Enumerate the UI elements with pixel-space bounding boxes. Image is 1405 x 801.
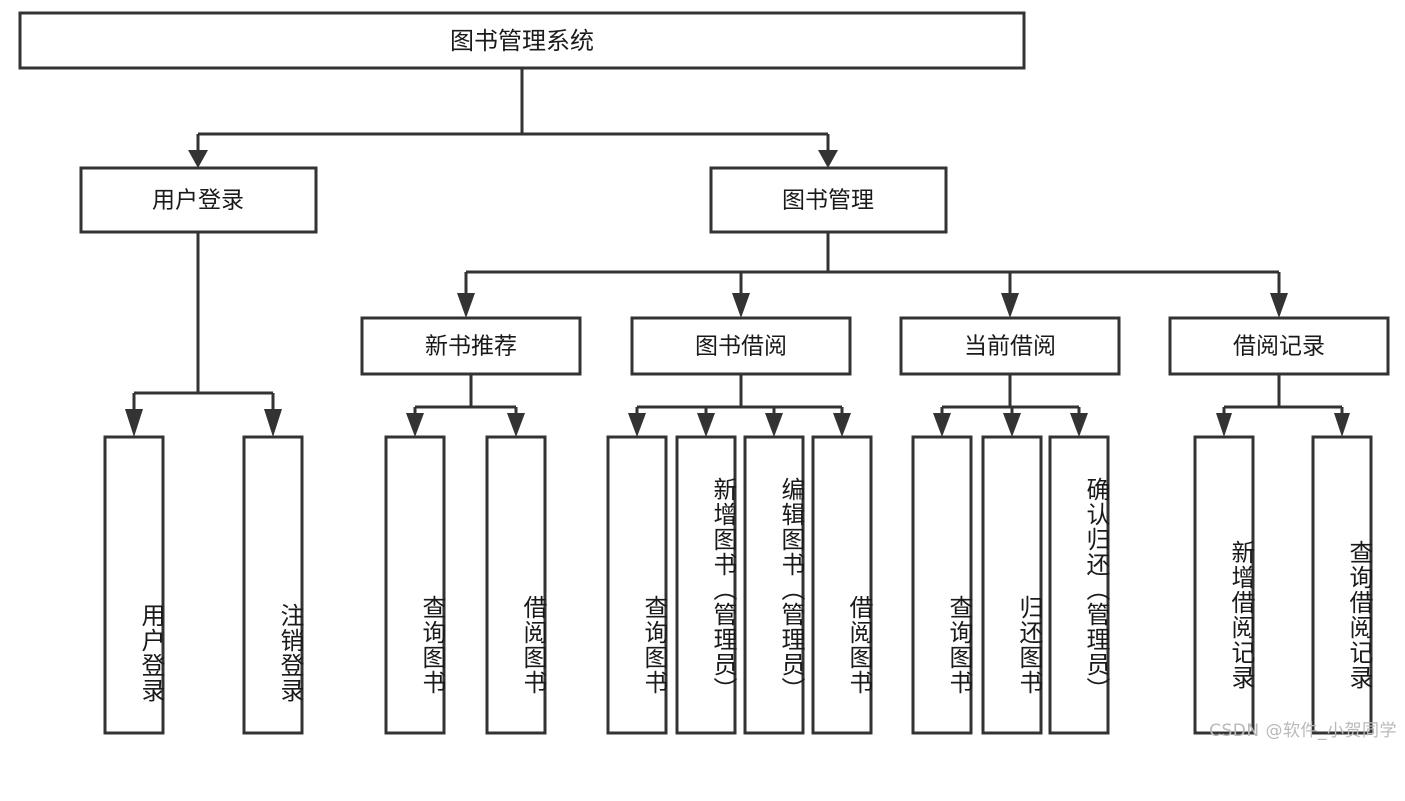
leaf-box-query-book-3[interactable] <box>911 435 973 735</box>
arrow-head-newbook-leaf-1 <box>406 413 424 437</box>
node-user-login[interactable]: 用户登录 <box>79 166 318 234</box>
leaf-box-add-book-admin[interactable] <box>675 435 737 735</box>
arrow-head-record-leaf-1 <box>1216 413 1232 437</box>
node-current-borrow-label: 当前借阅 <box>964 334 1056 360</box>
node-root-box[interactable] <box>18 11 1026 70</box>
flowchart-canvas: 图书管理系统 用户登录 图书管理 新书推荐 图书借阅 当前借阅 借阅记录 <box>18 11 1397 741</box>
arrow-head-borrow-record <box>1270 293 1288 318</box>
leaf-box-confirm-return-admin[interactable] <box>1048 435 1110 735</box>
arrow-head-borrow-leaf-2 <box>697 413 715 437</box>
arrow-head-newbook-leaf-2 <box>507 413 525 437</box>
leaf-box-layer <box>103 435 1373 735</box>
node-user-login-label: 用户登录 <box>152 188 244 214</box>
arrow-head-borrow-leaf-3 <box>765 413 783 437</box>
node-borrow-record-box[interactable] <box>1168 316 1390 376</box>
arrow-head-current-leaf-2 <box>1003 413 1021 437</box>
connector-layer <box>125 68 1350 437</box>
watermark-text: CSDN @软件_小贺同学 <box>1209 721 1397 741</box>
arrow-head-login <box>188 150 208 168</box>
leaf-box-user-login[interactable] <box>103 435 165 735</box>
node-current-borrow[interactable]: 当前借阅 <box>899 316 1121 376</box>
arrow-head-user-login <box>125 409 143 437</box>
node-current-borrow-box[interactable] <box>899 316 1121 376</box>
arrow-head-logout-login <box>264 409 282 437</box>
arrow-head-new-book-rec <box>457 293 475 318</box>
node-borrow-record-label: 借阅记录 <box>1233 334 1325 360</box>
leaf-box-query-book-2[interactable] <box>606 435 668 735</box>
leaf-box-add-borrow-record[interactable] <box>1193 435 1255 735</box>
node-borrow-record[interactable]: 借阅记录 <box>1168 316 1390 376</box>
leaf-box-logout-login[interactable] <box>242 435 304 735</box>
node-user-login-box[interactable] <box>79 166 318 234</box>
node-book-borrow[interactable]: 图书借阅 <box>630 316 852 376</box>
node-new-book-recommend-box[interactable] <box>360 316 582 376</box>
leaf-box-borrow-book-1[interactable] <box>485 435 547 735</box>
arrow-head-current-borrow <box>1001 293 1019 318</box>
node-book-management[interactable]: 图书管理 <box>709 166 948 234</box>
node-book-management-box[interactable] <box>709 166 948 234</box>
node-root[interactable]: 图书管理系统 <box>18 11 1026 70</box>
node-book-borrow-label: 图书借阅 <box>695 334 787 360</box>
leaf-box-query-borrow-record[interactable] <box>1311 435 1373 735</box>
arrow-head-current-leaf-3 <box>1070 413 1088 437</box>
arrow-head-book-borrow <box>732 293 750 318</box>
leaf-box-borrow-book-2[interactable] <box>811 435 873 735</box>
node-book-management-label: 图书管理 <box>782 188 874 214</box>
arrow-head-borrow-leaf-4 <box>833 413 851 437</box>
arrow-head-borrow-leaf-1 <box>628 413 646 437</box>
leaf-box-return-book[interactable] <box>981 435 1043 735</box>
node-new-book-recommend[interactable]: 新书推荐 <box>360 316 582 376</box>
arrow-head-current-leaf-1 <box>933 413 951 437</box>
arrow-head-record-leaf-2 <box>1334 413 1350 437</box>
leaf-box-query-book-1[interactable] <box>384 435 446 735</box>
system-architecture-diagram: 图书管理系统 用户登录 图书管理 新书推荐 图书借阅 当前借阅 借阅记录 <box>18 11 1390 735</box>
node-book-borrow-box[interactable] <box>630 316 852 376</box>
arrow-head-bookmgmt <box>818 150 838 168</box>
node-new-book-recommend-label: 新书推荐 <box>425 334 517 360</box>
leaf-box-edit-book-admin[interactable] <box>743 435 805 735</box>
node-root-label: 图书管理系统 <box>450 27 594 55</box>
